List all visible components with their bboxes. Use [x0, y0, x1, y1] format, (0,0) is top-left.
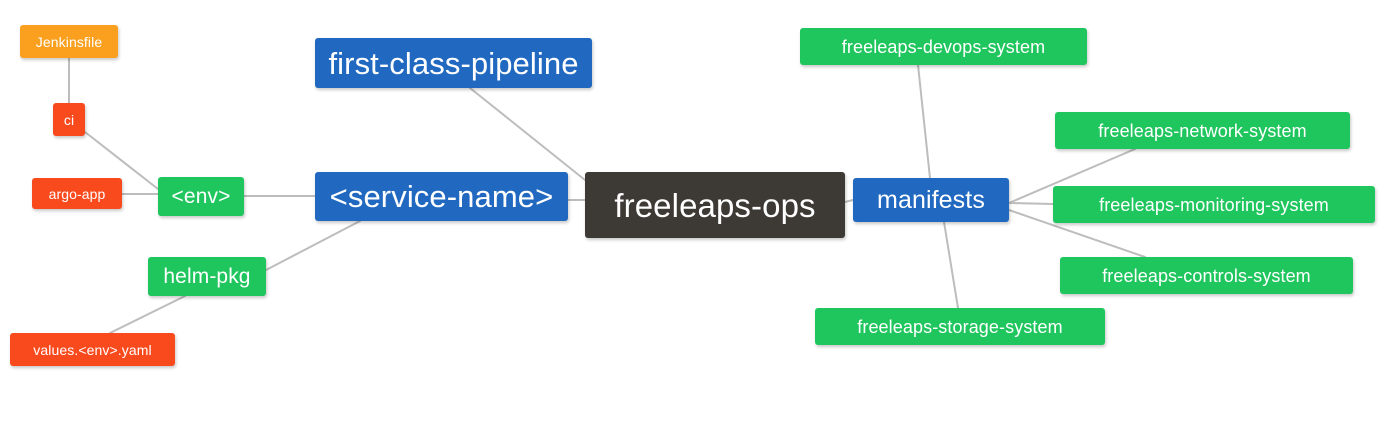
- mindmap-node-freeleaps-network-system[interactable]: freeleaps-network-system: [1055, 112, 1350, 149]
- mindmap-node-label: argo-app: [48, 185, 106, 202]
- mindmap-node-jenkinsfile[interactable]: Jenkinsfile: [20, 25, 118, 58]
- mindmap-node-label: freeleaps-network-system: [1098, 120, 1307, 141]
- mindmap-node-label: freeleaps-monitoring-system: [1099, 194, 1329, 215]
- mindmap-node-label: first-class-pipeline: [328, 45, 579, 81]
- edge-service-name-to-helm-pkg: [265, 220, 361, 271]
- mindmap-node-label: ci: [63, 111, 75, 128]
- mindmap-node-label: values.<env>.yaml: [33, 341, 152, 358]
- mindmap-node-ci[interactable]: ci: [53, 103, 85, 136]
- mindmap-node-freeleaps-devops-system[interactable]: freeleaps-devops-system: [800, 28, 1087, 65]
- mindmap-node-label: Jenkinsfile: [35, 33, 103, 50]
- mindmap-node-freeleaps-controls-system[interactable]: freeleaps-controls-system: [1060, 257, 1353, 294]
- edge-manifests-to-freeleaps-devops-system: [917, 64, 931, 179]
- mindmap-node-label: helm-pkg: [163, 265, 251, 288]
- mindmap-node-first-class-pipeline[interactable]: first-class-pipeline: [315, 38, 592, 88]
- mindmap-node-values-env-yaml[interactable]: values.<env>.yaml: [10, 333, 175, 366]
- mindmap-node-label: freeleaps-controls-system: [1102, 265, 1311, 286]
- edge-freeleaps-ops-to-manifests: [844, 199, 854, 203]
- mindmap-node-freeleaps-monitoring-system[interactable]: freeleaps-monitoring-system: [1053, 186, 1375, 223]
- mindmap-node-label: freeleaps-storage-system: [857, 316, 1063, 337]
- edge-manifests-to-freeleaps-monitoring-system: [1008, 202, 1054, 205]
- mindmap-node-helm-pkg[interactable]: helm-pkg: [148, 257, 266, 296]
- mindmap-node-freeleaps-ops[interactable]: freeleaps-ops: [585, 172, 845, 238]
- mindmap-node-argo-app[interactable]: argo-app: [32, 178, 122, 209]
- mindmap-node-freeleaps-storage-system[interactable]: freeleaps-storage-system: [815, 308, 1105, 345]
- mindmap-node-label: freeleaps-ops: [614, 186, 816, 224]
- mindmap-node-env[interactable]: <env>: [158, 177, 244, 216]
- mindmap-node-manifests[interactable]: manifests: [853, 178, 1009, 222]
- mindmap-node-label: freeleaps-devops-system: [841, 36, 1046, 57]
- edge-freeleaps-ops-to-first-class-pipeline: [469, 87, 586, 181]
- mindmap-node-label: <service-name>: [329, 179, 554, 214]
- mindmap-node-service-name[interactable]: <service-name>: [315, 172, 568, 221]
- mindmap-node-label: manifests: [877, 185, 985, 214]
- mindmap-node-label: <env>: [171, 185, 231, 208]
- edge-manifests-to-freeleaps-storage-system: [943, 221, 959, 309]
- edge-helm-pkg-to-values-env-yaml: [109, 295, 186, 334]
